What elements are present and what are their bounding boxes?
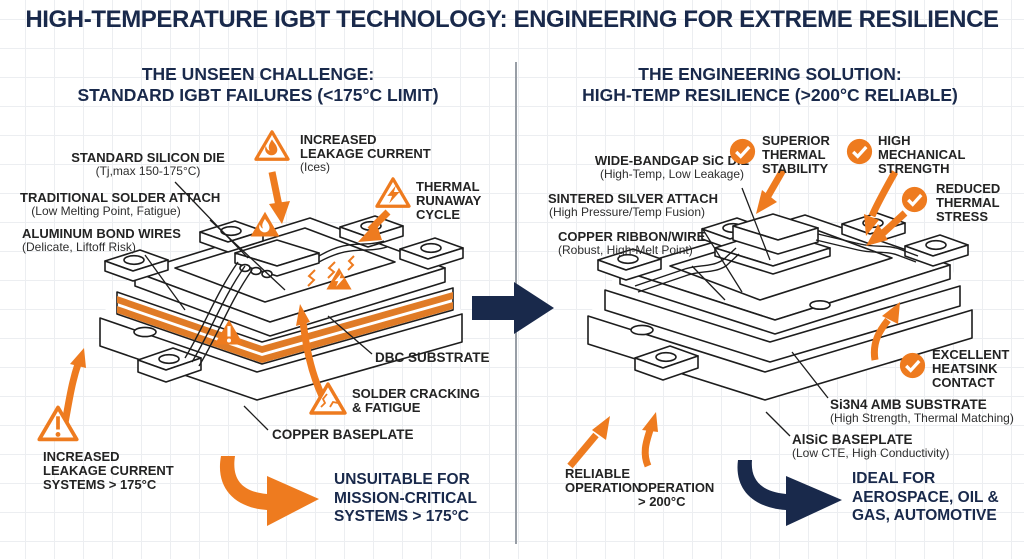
left-heading: THE UNSEEN CHALLENGE: STANDARD IGBT FAIL… <box>0 64 516 106</box>
bond-wires <box>184 240 388 367</box>
callout-heatsink: EXCELLENT HEATSINK CONTACT <box>932 347 1010 390</box>
transition-arrow-icon <box>472 282 554 334</box>
warning-flame-icon <box>254 130 290 161</box>
callout-copper-ribbon: COPPER RIBBON/WIRE (Robust, High-Melt Po… <box>558 229 706 257</box>
leader-lines <box>144 181 373 431</box>
heat-crack-squiggles <box>307 255 355 287</box>
right-heading-line2: HIGH-TEMP RESILIENCE (>200°C RELIABLE) <box>582 85 958 105</box>
warning-crack-icon <box>309 382 347 415</box>
upturn-arrow-icon <box>737 460 842 526</box>
callout-operation-200: OPERATION > 200°C <box>638 480 715 509</box>
callout-leakage-top: INCREASED LEAKAGE CURRENT (Ices) <box>300 132 431 174</box>
callout-thermal-stress: REDUCED THERMAL STRESS <box>936 181 1001 224</box>
check-icon <box>729 138 756 165</box>
callout-silicon-die: STANDARD SILICON DIE (Tj,max 150-175°C) <box>71 150 225 178</box>
callout-sic-die: WIDE-BANDGAP SiC DIE (High-Temp, Low Lea… <box>594 153 750 181</box>
module-bolt-icon <box>326 267 352 290</box>
left-heading-line2: STANDARD IGBT FAILURES (<175°C LIMIT) <box>77 85 439 105</box>
callout-substrate: Si3N4 AMB SUBSTRATE (High Strength, Ther… <box>830 397 1014 425</box>
page-title: HIGH-TEMPERATURE IGBT TECHNOLOGY: ENGINE… <box>25 6 999 33</box>
hightemp-igbt-module-drawing <box>567 168 973 469</box>
warning-alert-icon <box>37 405 79 442</box>
callout-thermal-stability: SUPERIOR THERMAL STABILITY <box>762 133 830 176</box>
callout-reliable-operation: RELIABLE OPERATION <box>565 466 642 495</box>
right-verdict: IDEAL FOR AEROSPACE, OIL & GAS, AUTOMOTI… <box>852 470 999 524</box>
callout-silver-attach: SINTERED SILVER ATTACH (High Pressure/Te… <box>548 191 718 219</box>
benefit-arrows <box>567 168 908 469</box>
callout-thermal-runaway: THERMAL RUNAWAY CYCLE <box>416 179 482 222</box>
downturn-arrow-icon <box>219 456 319 526</box>
warning-bolt-icon <box>375 177 411 208</box>
callout-solder-cracking: SOLDER CRACKING & FATIGUE <box>352 386 480 415</box>
right-heading: THE ENGINEERING SOLUTION: HIGH-TEMP RESI… <box>516 64 1024 106</box>
callout-copper-baseplate: COPPER BASEPLATE <box>272 427 414 442</box>
standard-igbt-module-drawing <box>58 171 464 439</box>
check-icon <box>899 352 926 379</box>
left-heading-line1: THE UNSEEN CHALLENGE: <box>141 64 375 84</box>
module-alert-icon <box>214 319 244 345</box>
module-flame-icon <box>250 211 280 237</box>
check-icon <box>846 138 873 165</box>
callout-alsic-baseplate: AlSiC BASEPLATE (Low CTE, High Conductiv… <box>792 432 950 460</box>
right-heading-line1: THE ENGINEERING SOLUTION: <box>638 64 902 84</box>
callout-leakage-bottom: INCREASED LEAKAGE CURRENT SYSTEMS > 175°… <box>43 449 174 492</box>
callout-bond-wires: ALUMINUM BOND WIRES (Delicate, Liftoff R… <box>22 226 181 254</box>
check-icon <box>901 186 928 213</box>
leader-lines <box>691 187 829 437</box>
callout-dbc-substrate: DBC SUBSTRATE <box>375 350 490 365</box>
callout-mech-strength: HIGH MECHANICAL STRENGTH <box>878 133 966 176</box>
left-verdict: UNSUITABLE FOR MISSION-CRITICAL SYSTEMS … <box>334 471 477 525</box>
callout-solder-attach: TRADITIONAL SOLDER ATTACH (Low Melting P… <box>20 190 221 218</box>
